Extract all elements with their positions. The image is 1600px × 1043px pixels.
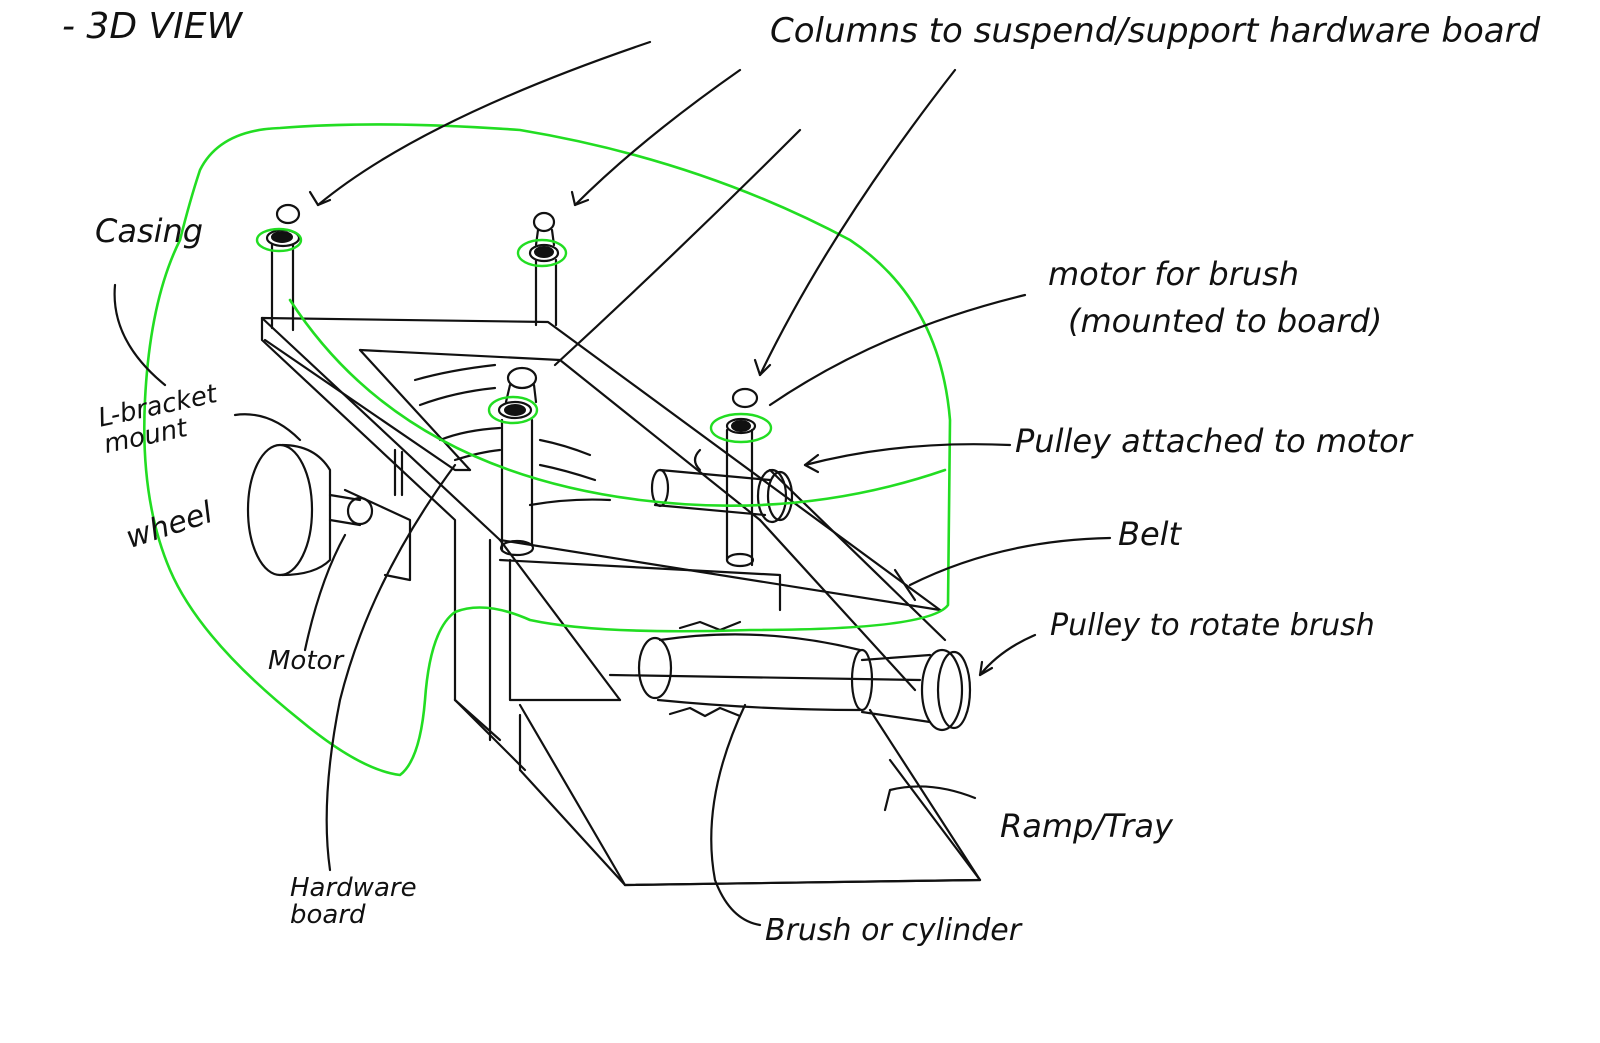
label-motor-for-brush-note: (mounted to board) (1068, 305, 1382, 339)
column-rear-right (530, 213, 558, 325)
label-pulley-brush: Pulley to rotate brush (1050, 610, 1375, 642)
label-hardware-board: Hardware board (290, 875, 420, 930)
label-brush-cylinder: Brush or cylinder (765, 915, 1021, 947)
ramp-tray (520, 705, 980, 885)
casing-outline (144, 124, 950, 775)
label-belt: Belt (1118, 518, 1181, 552)
label-columns: Columns to suspend/support hardware boar… (770, 14, 1540, 50)
leader-lines (115, 42, 1110, 925)
label-casing: Casing (95, 215, 203, 249)
label-pulley-motor: Pulley attached to motor (1015, 425, 1412, 459)
label-motor-for-brush: motor for brush (1048, 258, 1299, 292)
label-motor: Motor (268, 648, 343, 675)
wheel (248, 445, 330, 575)
column-rear-left (267, 205, 299, 330)
view-title: - 3D VIEW (62, 8, 242, 46)
brush-cylinder (610, 622, 920, 716)
label-ramp-tray: Ramp/Tray (1000, 810, 1173, 844)
motor-pulley (758, 470, 792, 522)
